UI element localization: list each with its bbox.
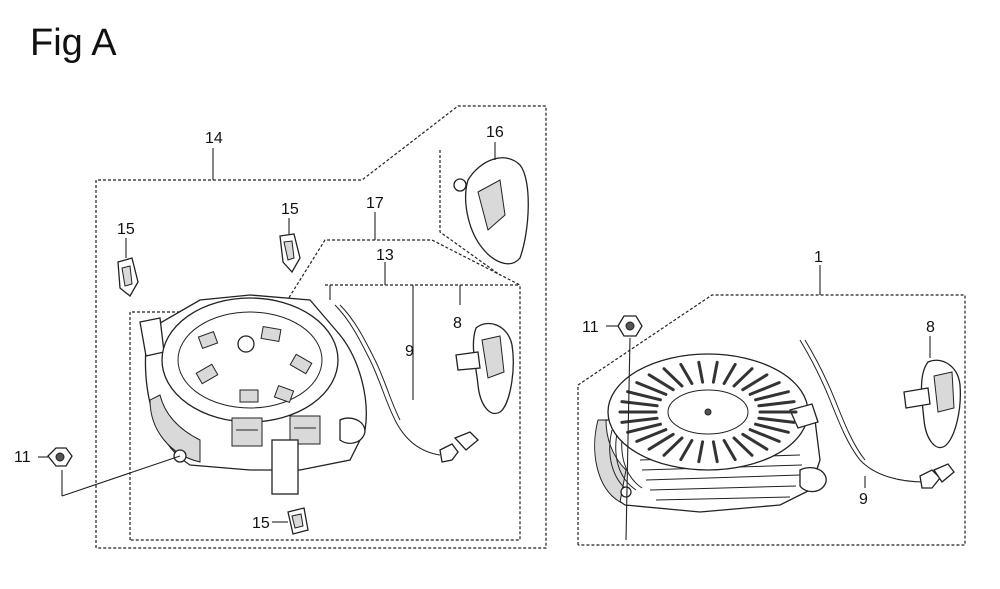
part-15-pawl-middle	[279, 218, 301, 274]
callout-8-left: 8	[453, 315, 462, 332]
vent-slot	[722, 362, 737, 385]
vent-slot	[635, 381, 668, 396]
part-8-handle-left	[455, 322, 514, 415]
part-9-rope-right	[799, 339, 955, 489]
vent-slot	[662, 436, 684, 457]
callout-17: 17	[366, 195, 384, 212]
vent-slot	[679, 439, 694, 462]
vent-slot	[754, 390, 790, 402]
vent-slot	[647, 432, 675, 451]
vent-slot	[711, 360, 719, 384]
callout-14: 14	[205, 130, 223, 147]
callout-labels: 1 8 8 9 9 11 11 13 14 15 15 15 16 17	[14, 124, 935, 532]
vent-slot	[626, 422, 662, 434]
callout-8-right: 8	[926, 319, 935, 336]
vent-slot	[757, 400, 796, 408]
vent-slot	[697, 360, 705, 384]
callout-1: 1	[814, 249, 823, 266]
starter-right	[594, 353, 827, 513]
part-16-rope-guide	[439, 142, 529, 276]
vent-slot	[722, 439, 737, 462]
vent-slot	[679, 362, 694, 385]
callout-15-middle: 15	[281, 201, 299, 218]
callout-13: 13	[376, 247, 394, 264]
figure-title: Fig A	[30, 22, 117, 64]
callout-11-left: 11	[14, 449, 31, 466]
vent-slot	[732, 436, 754, 457]
starter-case-left	[139, 294, 367, 495]
callout-15-bottom: 15	[252, 515, 270, 532]
vent-slot	[662, 367, 684, 388]
part-11-nut-right	[606, 315, 643, 541]
assembly-14-frame	[95, 105, 547, 549]
part-15-pawl-left	[117, 238, 139, 297]
vent-slot	[732, 367, 754, 388]
vent-slot	[754, 422, 790, 434]
vent-slot	[748, 381, 781, 396]
vent-slot	[748, 428, 781, 443]
callout-9-left: 9	[405, 343, 414, 360]
vent-slot	[757, 416, 796, 424]
vent-slot	[620, 400, 659, 408]
callout-9-right: 9	[859, 491, 868, 508]
vent-slot	[626, 390, 662, 402]
part-11-nut-left	[38, 447, 181, 497]
vent-slot	[647, 373, 675, 392]
assembly-1-frame	[577, 265, 966, 546]
vent-slot	[635, 428, 668, 443]
vent-slot	[711, 440, 719, 464]
assembly-13-frame	[325, 262, 520, 400]
starter-right-vents	[618, 360, 798, 464]
vent-slot	[741, 373, 769, 392]
vent-slot	[741, 432, 769, 451]
part-8-handle-right	[903, 336, 961, 449]
part-15-pawl-bottom	[272, 507, 309, 535]
callout-15-left: 15	[117, 221, 135, 238]
vent-slot	[620, 416, 659, 424]
callout-11-right: 11	[582, 319, 599, 336]
vent-slot	[697, 440, 705, 464]
assembly-17-frame	[129, 212, 521, 541]
callout-16: 16	[486, 124, 504, 141]
part-9-rope-left	[334, 304, 479, 463]
